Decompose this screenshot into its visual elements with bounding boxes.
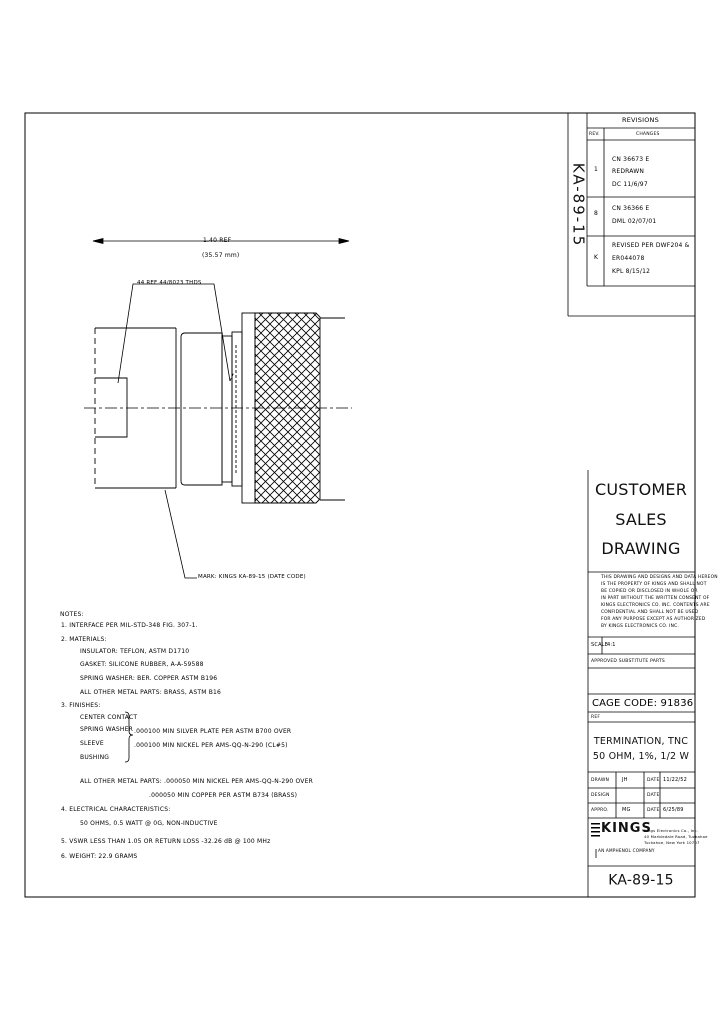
part-title-line: 50 OHM, 1%, 1/2 W [592, 751, 690, 762]
revision-rev: K [594, 254, 599, 261]
note-line: .000100 MIN NICKEL PER AMS-QQ-N-290 (CL#… [134, 742, 288, 749]
part-number: KA-89-15 [608, 872, 674, 889]
revision-line: KPL 8/15/12 [612, 268, 651, 275]
note-line: GASKET: SILICONE RUBBER, A-A-59588 [80, 661, 204, 668]
kings-logo-text: KINGS [601, 821, 652, 836]
note-line: SPRING WASHER: BER. COPPER ASTM B196 [80, 675, 218, 682]
proprietary-line: BY KINGS ELECTRONICS CO. INC. [601, 624, 679, 629]
revision-line: REDRAWN [612, 168, 645, 175]
marking-label: MARK: KINGS KA-89-15 (DATE CODE) [198, 574, 306, 580]
approval-label: APPROVED SUBSTITUTE PARTS [591, 659, 665, 664]
company-line: Tuckahoe, New York 10707 [644, 840, 700, 845]
kings-logo-mark [591, 823, 600, 837]
note-line: 6. WEIGHT: 22.9 GRAMS [61, 853, 138, 860]
cage-code: CAGE CODE: 91836 [592, 698, 694, 709]
knurl-pattern [255, 313, 320, 503]
note-line: 4. ELECTRICAL CHARACTERISTICS: [61, 806, 171, 813]
revisions-title: REVISIONS [622, 116, 659, 124]
note-line: SPRING WASHER [80, 726, 133, 733]
revision-line: DML 02/07/01 [612, 218, 657, 225]
length-dimension-metric: (35.57 mm) [202, 252, 240, 259]
revision-rev: 1 [594, 166, 599, 173]
side-part-number: KA-89-15 [569, 162, 587, 248]
note-line: SLEEVE [80, 740, 104, 747]
revision-line: CN 36673 E [612, 156, 650, 163]
scale-value: 4:1 [607, 642, 616, 648]
customer-sales-line: CUSTOMER [594, 480, 688, 499]
revision-line: DC 11/6/97 [612, 181, 648, 188]
note-line: 50 OHMS, 0.5 WATT @ 0G, NON-INDUCTIVE [80, 820, 218, 827]
proprietary-line: IN PART WITHOUT THE WRITTEN CONSENT OF [601, 596, 710, 601]
thread-leaders [117, 283, 235, 384]
date-label: DATE [647, 793, 660, 798]
note-line: CENTER CONTACT [80, 714, 138, 721]
finishes-brace [124, 711, 134, 763]
proprietary-line: KINGS ELECTRONICS CO. INC. CONTENTS ARE [601, 603, 710, 608]
kings-logo-subtitle: AN AMPHENOL COMPANY [598, 848, 655, 853]
note-line: 1. INTERFACE PER MIL-STD-348 FIG. 307-1. [61, 622, 198, 629]
date-value: 6/25/89 [663, 807, 684, 813]
date-label: DATE [647, 778, 660, 783]
ref-label: REF [591, 715, 601, 720]
sheet-border [24, 112, 696, 898]
approved-label: APPRO. [591, 808, 609, 813]
note-line: ALL OTHER METAL PARTS: BRASS, ASTM B16 [80, 689, 222, 696]
proprietary-line: BE COPIED OR DISCLOSED IN WHOLE OR [601, 589, 698, 594]
note-line: .000100 MIN SILVER PLATE PER ASTM B700 O… [134, 728, 292, 735]
company-line: Kings Electronics Co., Inc. [644, 828, 699, 833]
customer-sales-line: DRAWING [601, 539, 681, 558]
revisions-col-changes: CHANGES [636, 132, 660, 137]
drawn-label: DRAWN [591, 778, 610, 783]
note-line: INSULATOR: TEFLON, ASTM D1710 [80, 648, 190, 655]
note-line: 5. VSWR LESS THAN 1.05 OR RETURN LOSS -3… [61, 838, 271, 845]
note-line: ALL OTHER METAL PARTS: .000050 MIN NICKE… [80, 778, 313, 785]
revisions-block [567, 113, 695, 317]
note-line: .000050 MIN COPPER PER ASTM B734 (BRASS) [149, 792, 298, 799]
notes-heading: NOTES: [60, 611, 84, 618]
note-line: BUSHING [80, 754, 110, 761]
approved-value: MG [622, 807, 631, 813]
proprietary-line: FOR ANY PURPOSE EXCEPT AS AUTHORIZED [601, 617, 706, 622]
proprietary-line: IS THE PROPERTY OF KINGS AND SHALL NOT [601, 582, 707, 587]
customer-sales-line: SALES [615, 510, 667, 529]
proprietary-line: CONFIDENTIAL AND SHALL NOT BE USED [601, 610, 699, 615]
thread-label: 44 REF 44/8023 THDS [137, 280, 202, 286]
company-line: 40 Marbledale Road, Tuckahoe [644, 834, 708, 839]
title-block-frame [587, 470, 695, 897]
note-line: 2. MATERIALS: [61, 636, 107, 643]
design-label: DESIGN [591, 793, 610, 798]
revision-rev: 8 [594, 210, 599, 217]
date-label: DATE [647, 808, 660, 813]
revisions-col-rev: REV. [589, 132, 600, 137]
drawn-value: JH [622, 777, 628, 783]
part-title-line: TERMINATION, TNC [593, 736, 689, 747]
marking-leader [164, 489, 197, 579]
revision-line: CN 36366 E [612, 205, 650, 212]
length-dimension-label: 1.40 REF [203, 237, 232, 244]
scale-label: SCALE [591, 642, 609, 648]
length-dimension [92, 237, 350, 245]
note-line: 3. FINISHES: [61, 702, 101, 709]
revision-line: ER044078 [612, 255, 645, 262]
proprietary-line: THIS DRAWING AND DESIGNS AND DATA HEREON [601, 575, 718, 580]
date-value: 11/22/52 [663, 777, 688, 783]
revision-line: REVISED PER DWF204 & [612, 242, 690, 249]
